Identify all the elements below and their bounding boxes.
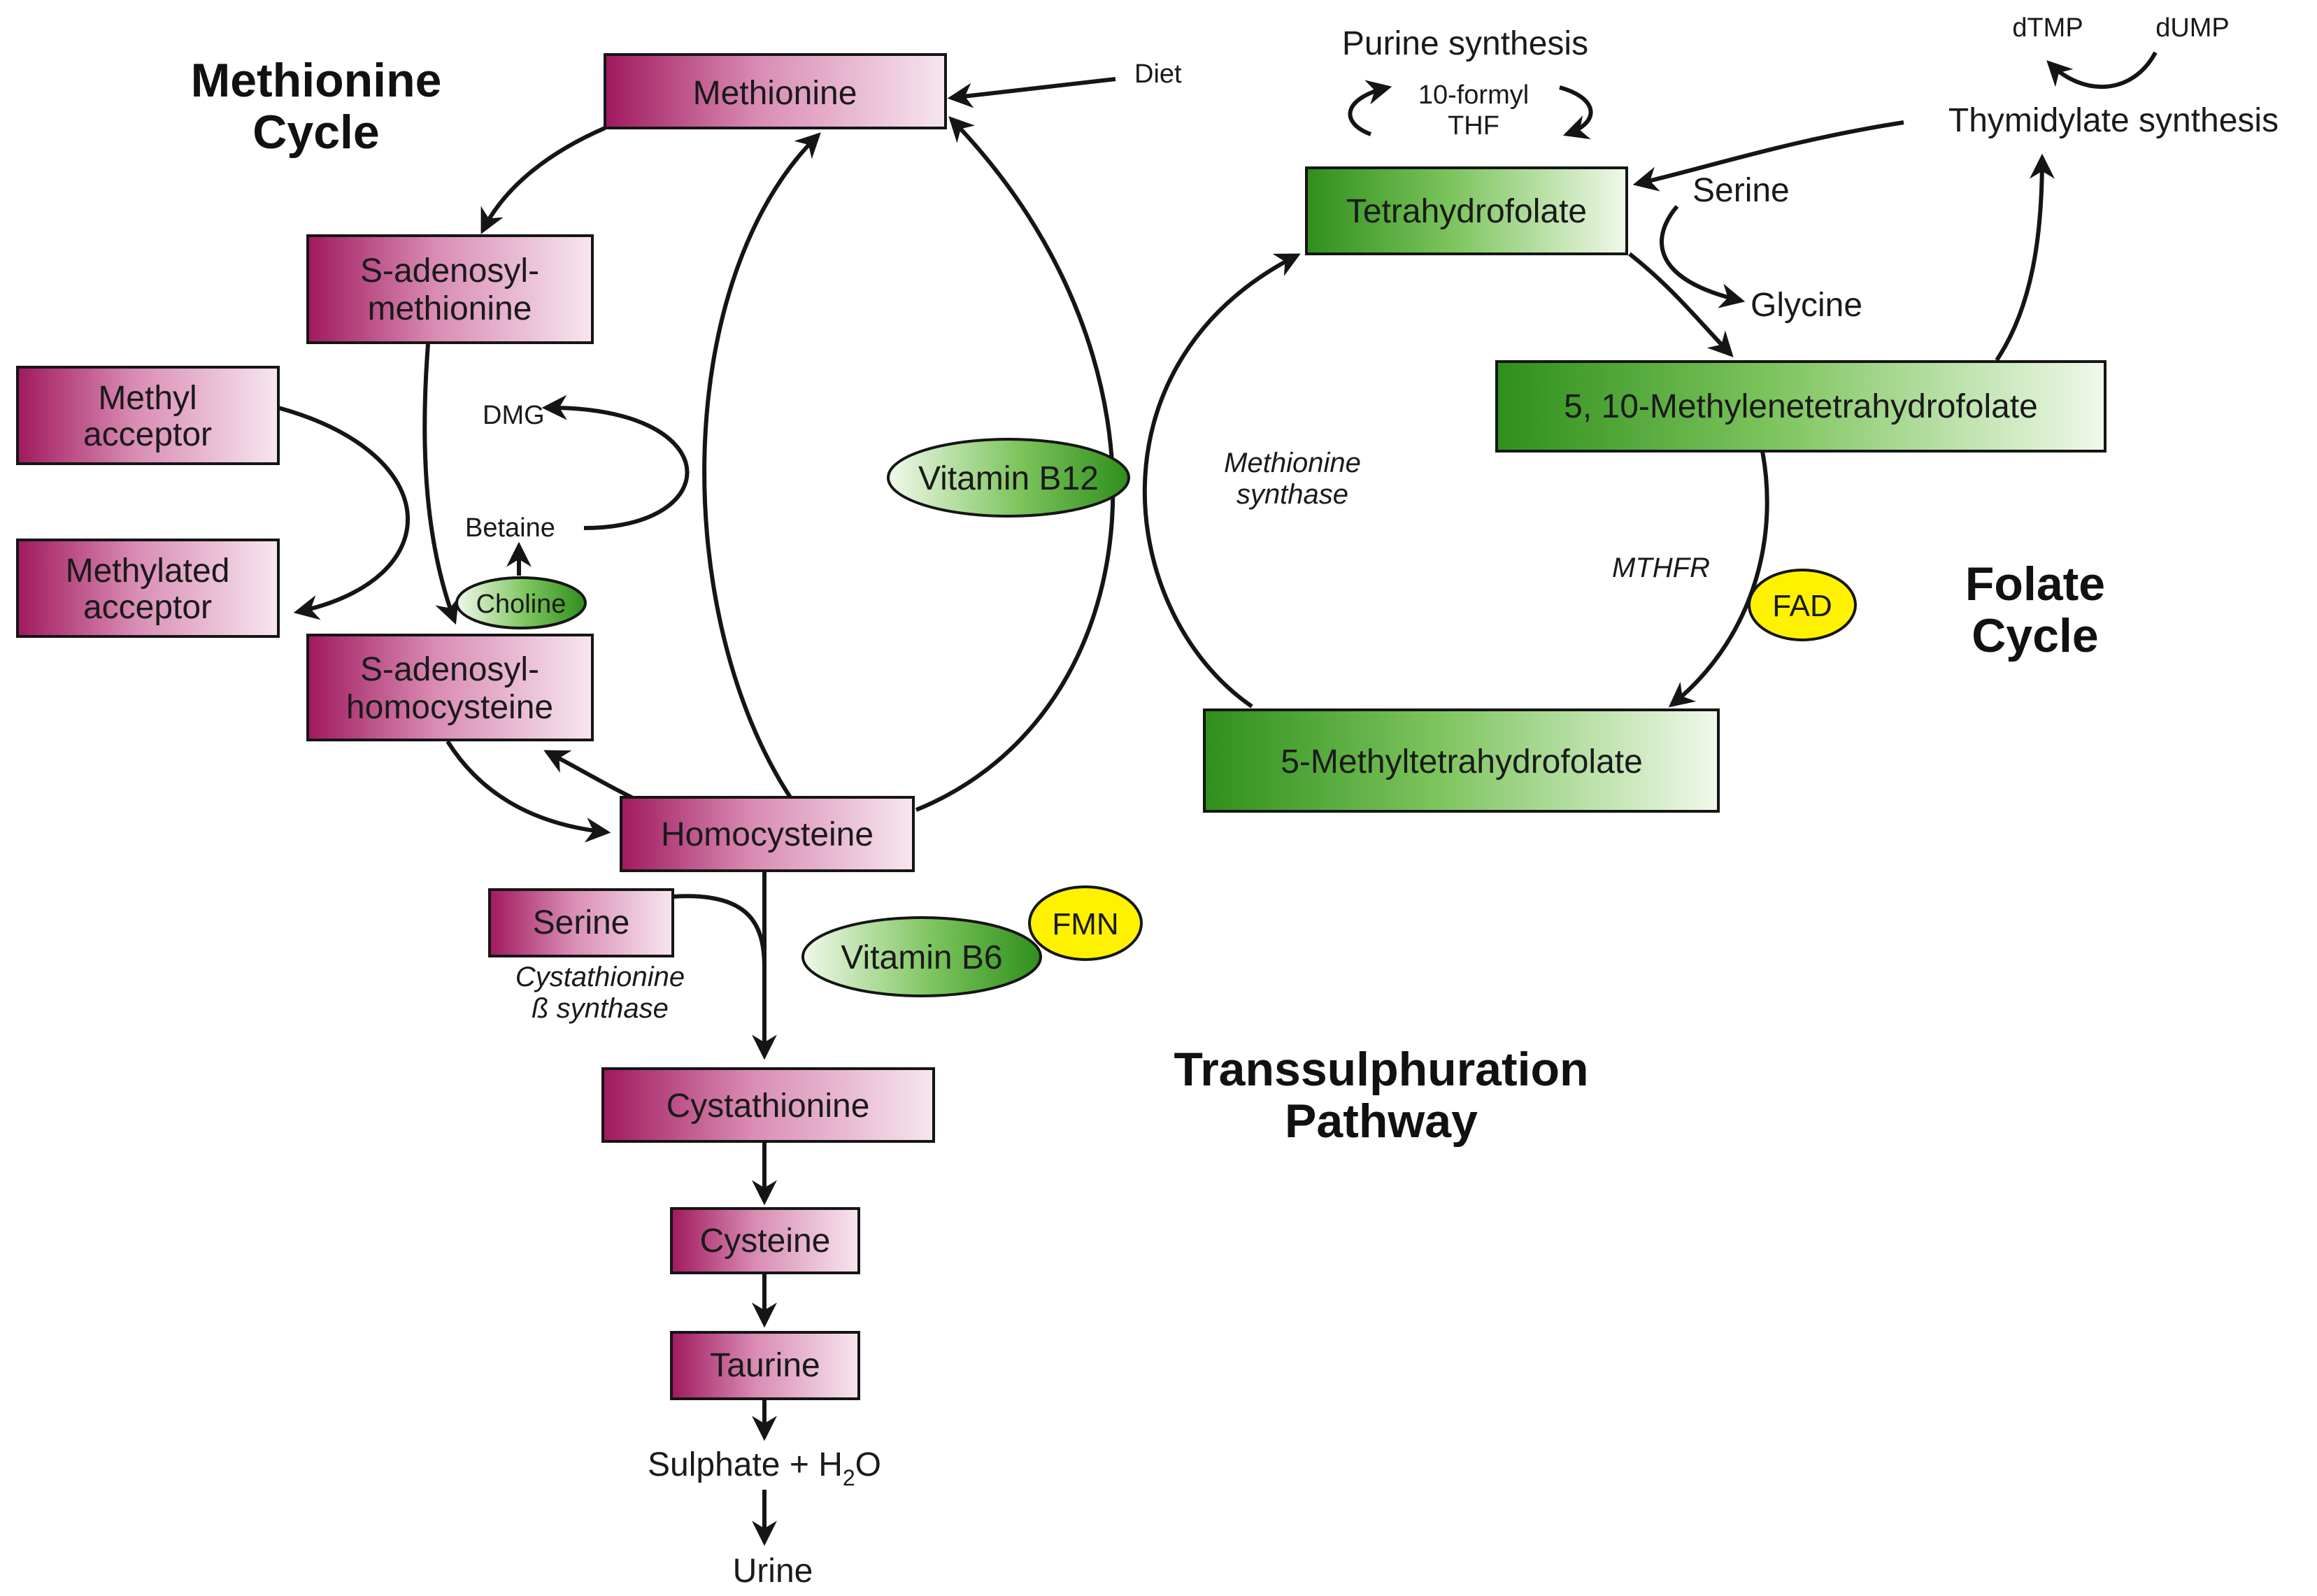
- arrow-methionine-to-sam: [480, 126, 606, 234]
- node-label: acceptor: [83, 416, 212, 453]
- arrow-thf-to-methylene-thf: [1628, 252, 1734, 357]
- cofactor-fad: FAD: [1748, 569, 1857, 641]
- cofactor-vitamin-b6: Vitamin B6: [801, 916, 1042, 997]
- enzyme-methionine-synthase: synthase: [1236, 479, 1348, 510]
- cofactor-label: Choline: [476, 590, 566, 619]
- cofactor-vitamin-b12: Vitamin B12: [887, 438, 1130, 518]
- node-tetrahydrofolate[interactable]: Tetrahydrofolate: [1305, 166, 1628, 255]
- label-urine: Urine: [733, 1553, 813, 1590]
- node-label: Cystathionine: [666, 1088, 870, 1125]
- node-label: Methionine: [693, 75, 857, 112]
- node-label: acceptor: [83, 589, 212, 626]
- node-label: methionine: [368, 290, 532, 327]
- label-diet: Diet: [1134, 59, 1182, 89]
- heading-line: Cycle: [252, 106, 379, 159]
- enzyme-mthfr: MTHFR: [1612, 553, 1710, 583]
- arrow-formyl-right: [1559, 85, 1593, 140]
- label-thymidylate-synthesis: Thymidylate synthesis: [1948, 102, 2279, 139]
- enzyme-cystathionine-b-synthase: Cystathionine: [515, 962, 685, 992]
- node-taurine[interactable]: Taurine: [670, 1331, 860, 1400]
- label-betaine: Betaine: [465, 513, 555, 543]
- node-label: Methyl: [98, 380, 197, 417]
- node-label: S-adenosyl-: [360, 651, 539, 688]
- arrow-dump-to-dtmp: [2046, 51, 2158, 90]
- arrow-homocysteine-to-sah: [543, 750, 645, 805]
- arrow-homocysteine-to-methionine-outer: [915, 116, 1115, 812]
- node-label: Cysteine: [700, 1223, 831, 1260]
- transsulphuration-heading: Transsulphuration Pathway: [1174, 1043, 1588, 1148]
- enzyme-cystathionine-b-synthase: ß synthase: [532, 993, 669, 1024]
- folate-cycle-heading: Folate Cycle: [1965, 557, 2105, 662]
- node-label: Methylated: [66, 553, 230, 590]
- cofactor-choline: Choline: [455, 576, 587, 629]
- node-5-10-methylenetetrahydrofolate[interactable]: 5, 10-Methylenetetrahydrofolate: [1495, 360, 2106, 453]
- arrow-methyl-thf-to-thf: [1142, 253, 1301, 708]
- node-label: Serine: [533, 904, 630, 941]
- arrow-homocysteine-to-methionine-inner: [702, 132, 821, 799]
- node-label: Taurine: [710, 1347, 820, 1384]
- methionine-cycle-heading: Methionine Cycle: [191, 54, 442, 159]
- label-dtmp: dTMP: [2012, 13, 2083, 43]
- enzyme-methionine-synthase: Methionine: [1224, 448, 1361, 478]
- cofactor-label: FAD: [1772, 589, 1832, 623]
- cofactor-label: Vitamin B6: [841, 939, 1002, 976]
- heading-line: Folate: [1965, 557, 2105, 611]
- node-methionine[interactable]: Methionine: [604, 53, 947, 129]
- node-label: Homocysteine: [661, 816, 874, 853]
- arrow-sam-to-sah: [422, 343, 459, 625]
- arrow-methylene-thf-to-thymidylate: [1995, 153, 2055, 362]
- heading-line: Pathway: [1285, 1095, 1478, 1148]
- cofactor-fmn: FMN: [1028, 885, 1143, 961]
- label-glycine: Glycine: [1751, 287, 1862, 324]
- label-purine-synthesis: Purine synthesis: [1342, 25, 1588, 62]
- label-dmg: DMG: [483, 401, 545, 430]
- arrow-methyl-to-methylated-acceptor: [278, 406, 410, 620]
- node-cystathionine[interactable]: Cystathionine: [601, 1067, 935, 1143]
- cofactor-label: FMN: [1052, 907, 1118, 941]
- arrow-serine-join: [672, 894, 767, 966]
- node-methylated-acceptor[interactable]: Methylated acceptor: [16, 539, 280, 638]
- label-10-formyl-thf: THF: [1448, 111, 1499, 141]
- node-5-methyltetrahydrofolate[interactable]: 5-Methyltetrahydrofolate: [1203, 708, 1720, 813]
- node-methyl-acceptor[interactable]: Methyl acceptor: [16, 366, 280, 465]
- node-homocysteine[interactable]: Homocysteine: [620, 796, 915, 872]
- label-dump: dUMP: [2155, 13, 2230, 43]
- node-serine[interactable]: Serine: [488, 888, 674, 957]
- node-cysteine[interactable]: Cysteine: [670, 1207, 860, 1274]
- heading-line: Cycle: [1972, 609, 2098, 662]
- arrow-formyl-left: [1348, 80, 1392, 136]
- arrow-betaine-to-dmg: [541, 394, 690, 530]
- node-s-adenosyl-methionine[interactable]: S-adenosyl- methionine: [306, 234, 594, 344]
- label-10-formyl-thf: 10-formyl: [1418, 80, 1529, 110]
- arrow-sah-to-homocysteine: [445, 740, 611, 843]
- label-sulphate-h2o: Sulphate + H2O: [648, 1446, 881, 1490]
- heading-line: Methionine: [191, 54, 442, 107]
- node-label: 5, 10-Methylenetetrahydrofolate: [1564, 388, 2038, 425]
- arrow-serine-to-glycine: [1660, 205, 1746, 308]
- arrow-diet-to-methionine: [947, 77, 1116, 108]
- node-label: 5-Methyltetrahydrofolate: [1281, 743, 1643, 781]
- node-s-adenosyl-homocysteine[interactable]: S-adenosyl- homocysteine: [306, 634, 594, 741]
- node-label: homocysteine: [346, 689, 553, 726]
- arrow-thymidylate-to-thf: [1632, 120, 1904, 192]
- label-serine-folate: Serine: [1692, 172, 1790, 209]
- node-label: Tetrahydrofolate: [1346, 193, 1587, 230]
- heading-line: Transsulphuration: [1174, 1043, 1588, 1096]
- cofactor-label: Vitamin B12: [918, 460, 1099, 497]
- node-label: S-adenosyl-: [360, 252, 539, 290]
